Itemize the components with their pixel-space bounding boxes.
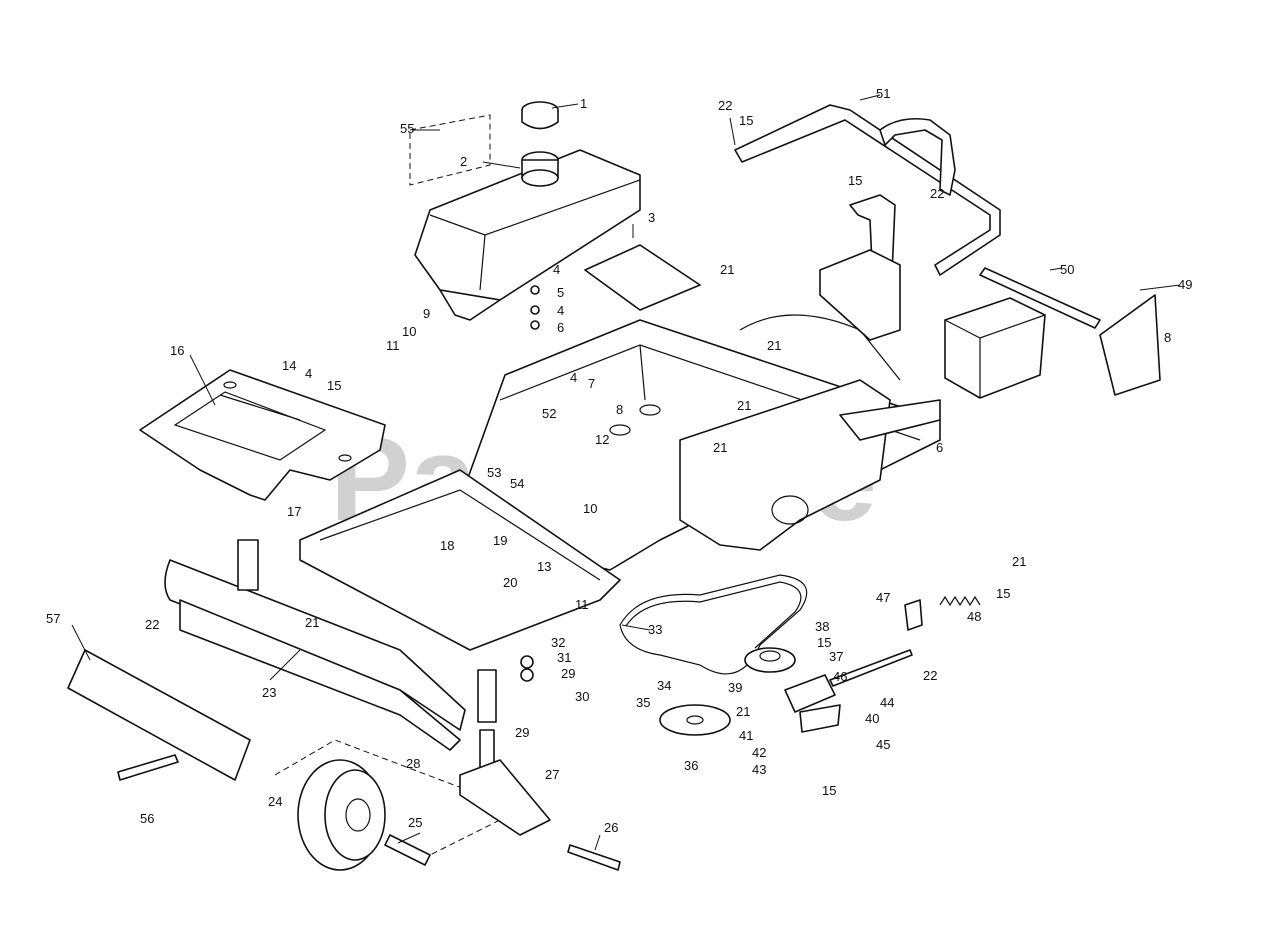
callout-4: 4 (570, 370, 577, 385)
callout-35: 35 (636, 695, 650, 710)
callout-7: 7 (588, 376, 595, 391)
callout-10: 10 (402, 324, 416, 339)
callout-41: 41 (739, 728, 753, 743)
callout-27: 27 (545, 767, 559, 782)
callout-34: 34 (657, 678, 671, 693)
callout-15: 15 (817, 635, 831, 650)
callout-8: 8 (616, 402, 623, 417)
callout-43: 43 (752, 762, 766, 777)
callout-15: 15 (739, 113, 753, 128)
callout-45: 45 (876, 737, 890, 752)
callout-28: 28 (406, 756, 420, 771)
callout-21: 21 (737, 398, 751, 413)
caster-spindle (459, 669, 621, 871)
callout-3: 3 (648, 210, 655, 225)
callout-17: 17 (287, 504, 301, 519)
callout-15: 15 (822, 783, 836, 798)
callout-21: 21 (305, 615, 319, 630)
callout-4: 4 (557, 303, 564, 318)
callouts: 1 2 3 4 5 4 6 9 10 11 16 14 4 15 17 55 2… (46, 86, 1192, 851)
callout-4: 4 (305, 366, 312, 381)
callout-11: 11 (386, 338, 400, 353)
callout-8: 8 (1164, 330, 1171, 345)
callout-53: 53 (487, 465, 501, 480)
callout-22: 22 (923, 668, 937, 683)
callout-15: 15 (327, 378, 341, 393)
callout-21: 21 (736, 704, 750, 719)
callout-49: 49 (1178, 277, 1192, 292)
callout-50: 50 (1060, 262, 1074, 277)
callout-15: 15 (848, 173, 862, 188)
callout-23: 23 (262, 685, 276, 700)
callout-21: 21 (713, 440, 727, 455)
callout-20: 20 (503, 575, 517, 590)
callout-5: 5 (557, 285, 564, 300)
callout-22: 22 (145, 617, 159, 632)
callout-21: 21 (767, 338, 781, 353)
battery-and-box (944, 267, 1161, 399)
front-wheel (274, 739, 522, 871)
callout-2: 2 (460, 154, 467, 169)
callout-48: 48 (967, 609, 981, 624)
fuel-tank-assembly (409, 101, 641, 321)
callout-54: 54 (510, 476, 524, 491)
callout-55: 55 (400, 121, 414, 136)
callout-6: 6 (936, 440, 943, 455)
pulley-assembly (659, 647, 913, 736)
callout-26: 26 (604, 820, 618, 835)
callout-21: 21 (1012, 554, 1026, 569)
callout-14: 14 (282, 358, 296, 373)
callout-10: 10 (583, 501, 597, 516)
callout-31: 31 (557, 650, 571, 665)
callout-11: 11 (575, 597, 589, 612)
callout-12: 12 (595, 432, 609, 447)
callout-57: 57 (46, 611, 60, 626)
bolts (117, 285, 540, 781)
callout-46: 46 (833, 669, 847, 684)
front-plate (67, 649, 251, 781)
floor-plate (139, 369, 386, 501)
callout-22: 22 (930, 186, 944, 201)
callout-52: 52 (542, 406, 556, 421)
callout-37: 37 (829, 649, 843, 664)
callout-15: 15 (996, 586, 1010, 601)
callout-42: 42 (752, 745, 766, 760)
callout-19: 19 (493, 533, 507, 548)
callout-24: 24 (268, 794, 282, 809)
callout-21: 21 (720, 262, 734, 277)
callout-29: 29 (515, 725, 529, 740)
callout-16: 16 (170, 343, 184, 358)
callout-18: 18 (440, 538, 454, 553)
callout-6: 6 (557, 320, 564, 335)
callout-4: 4 (553, 262, 560, 277)
callout-51: 51 (876, 86, 890, 101)
front-bumper (164, 539, 466, 751)
callout-44: 44 (880, 695, 894, 710)
callout-22: 22 (718, 98, 732, 113)
callout-25: 25 (408, 815, 422, 830)
callout-1: 1 (580, 96, 587, 111)
main-frame (299, 244, 941, 651)
roll-bar (734, 104, 1001, 341)
spring (904, 595, 981, 631)
callout-47: 47 (876, 590, 890, 605)
callout-40: 40 (865, 711, 879, 726)
callout-56: 56 (140, 811, 154, 826)
callout-29: 29 (561, 666, 575, 681)
callout-39: 39 (728, 680, 742, 695)
callout-13: 13 (537, 559, 551, 574)
callout-9: 9 (423, 306, 430, 321)
callout-32: 32 (551, 635, 565, 650)
callout-36: 36 (684, 758, 698, 773)
callout-30: 30 (575, 689, 589, 704)
callout-33: 33 (648, 622, 662, 637)
drive-belt (619, 574, 808, 675)
callout-38: 38 (815, 619, 829, 634)
